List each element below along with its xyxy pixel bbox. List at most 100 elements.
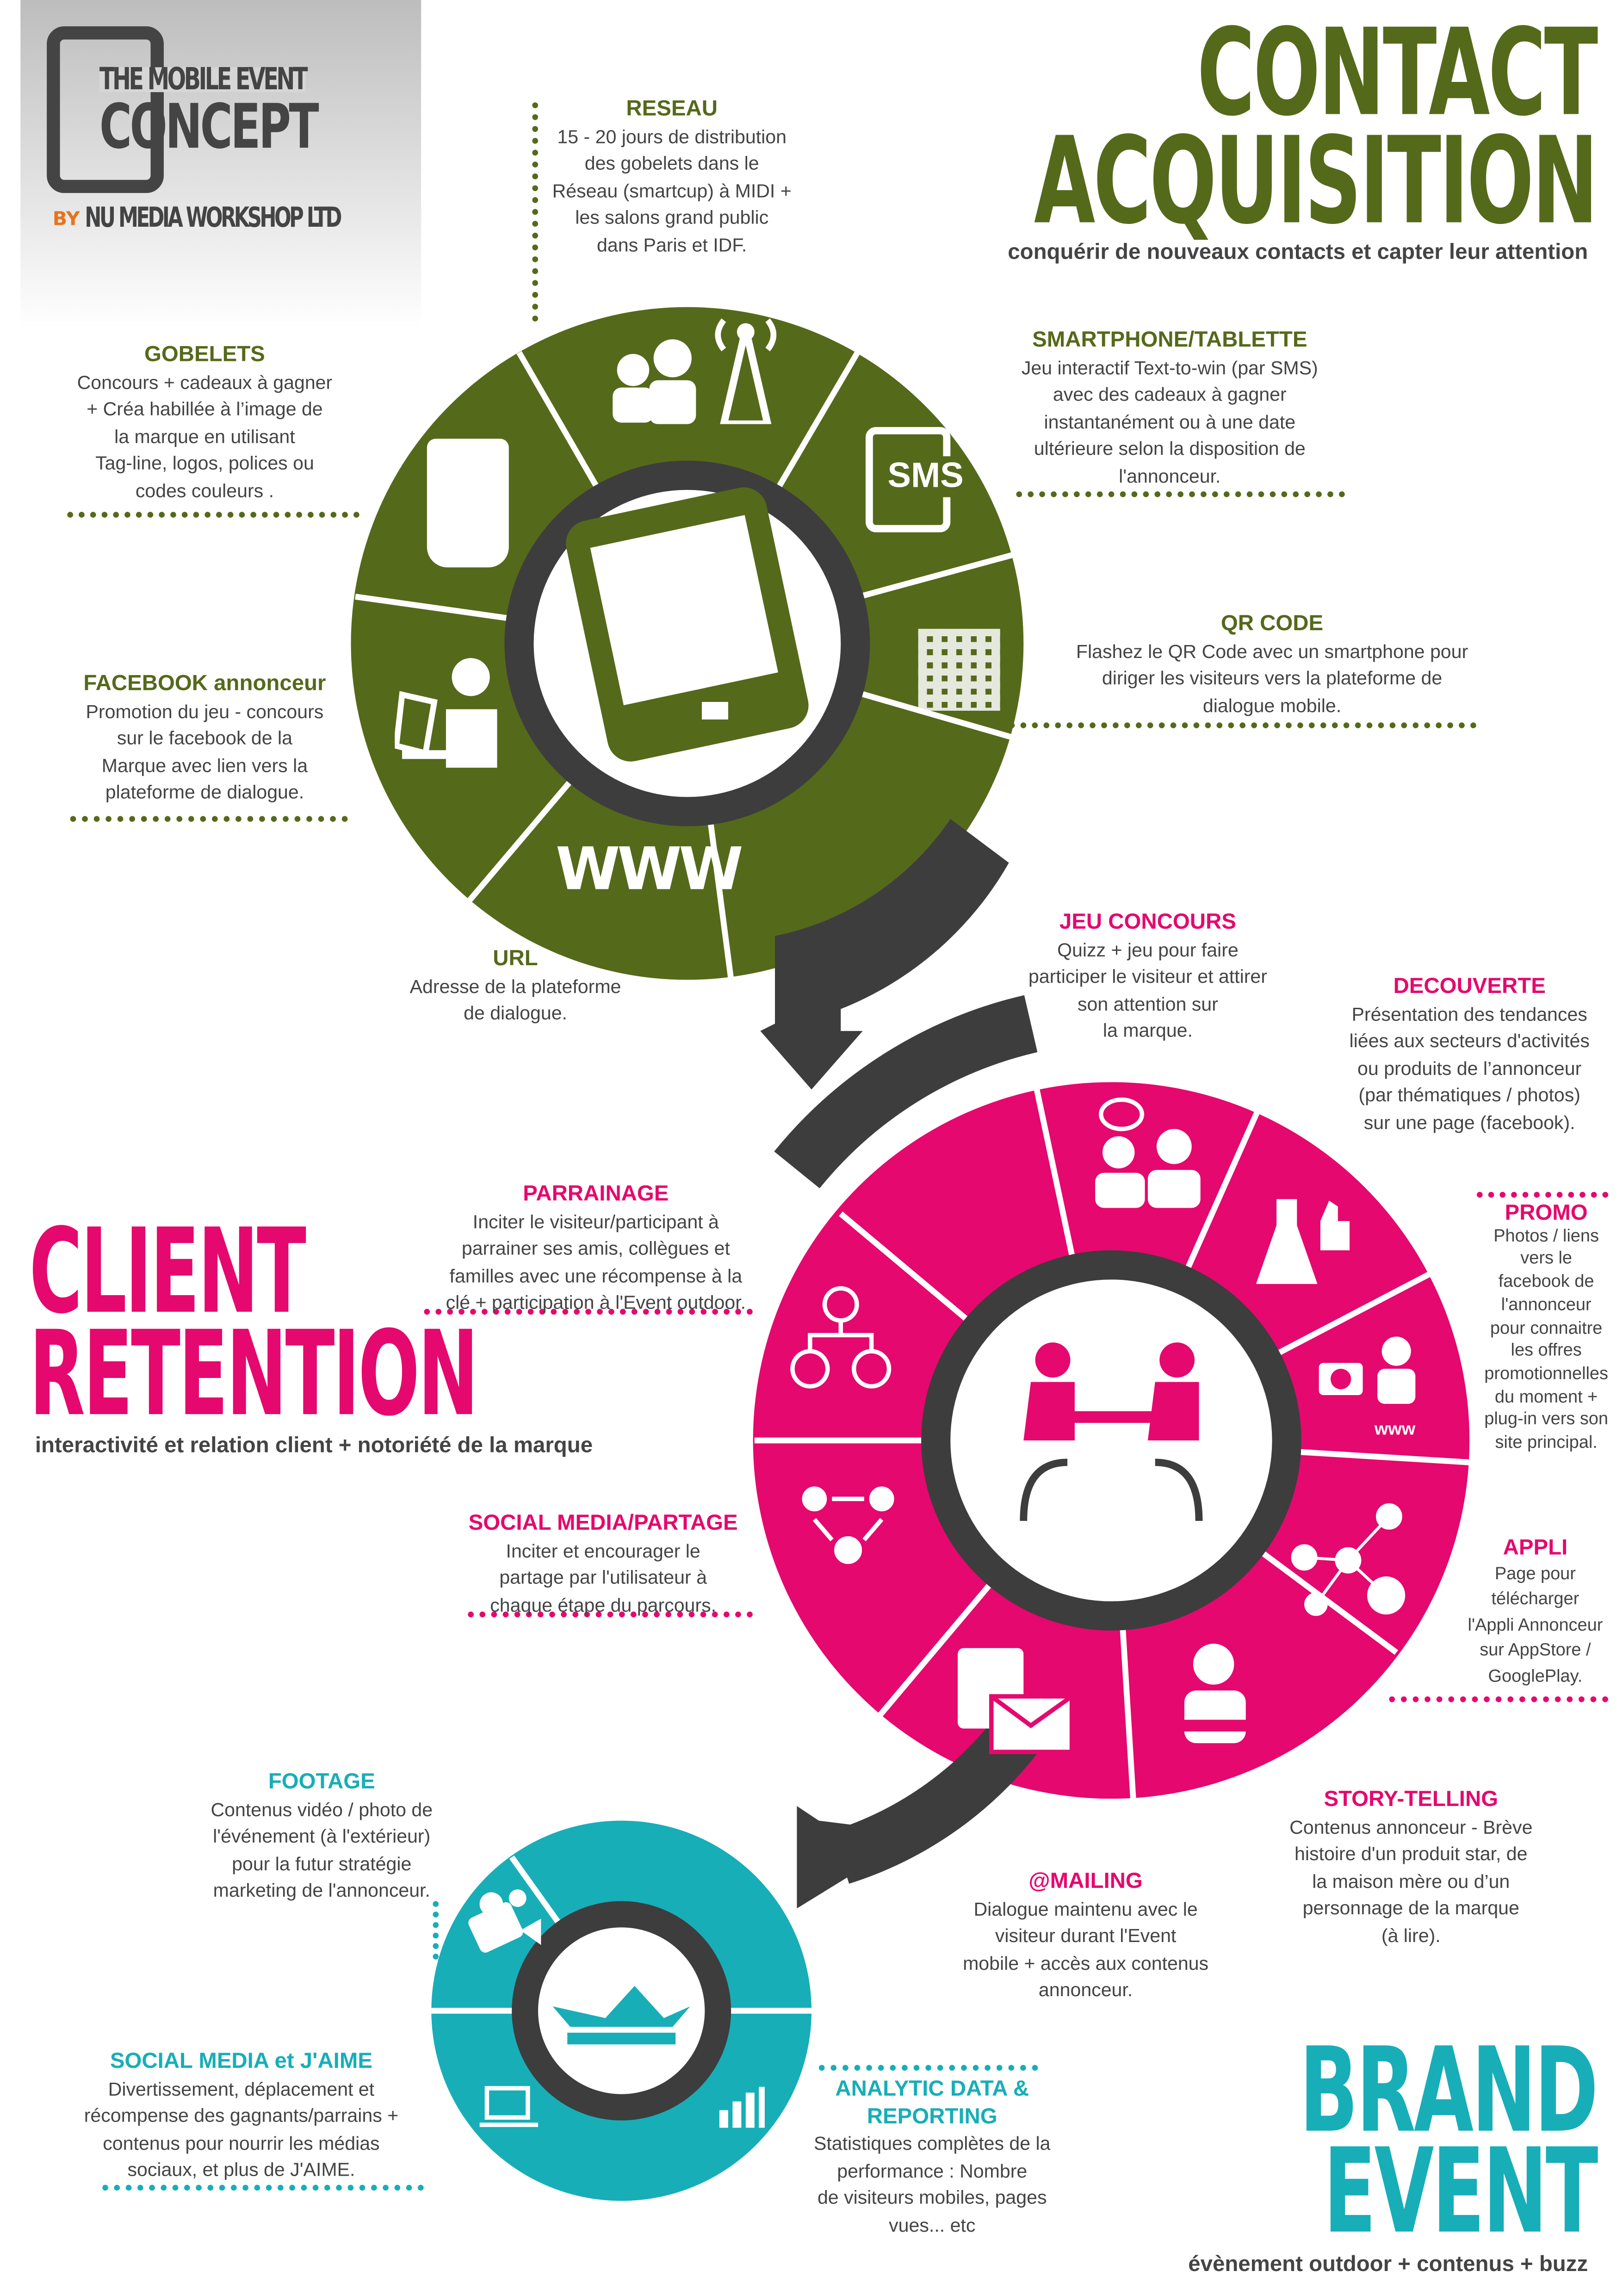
block-line: Page pour	[1494, 1562, 1576, 1583]
block-line: (à lire).	[1381, 1924, 1441, 1946]
block-line: visiteur durant l'Event	[995, 1924, 1177, 1947]
phone-logo-icon	[47, 26, 164, 193]
block-line: sur une page (facebook).	[1363, 1111, 1575, 1133]
block-line: Inciter et encourager le	[506, 1539, 700, 1561]
client-title-1: CLIENT	[29, 1204, 306, 1340]
logo-by: BY	[52, 209, 80, 231]
block-line: diriger les visiteurs vers la plateforme…	[1102, 667, 1443, 689]
sms-icon: SMS	[865, 427, 964, 533]
block-line: les salons grand public	[575, 206, 769, 229]
green-wheel	[351, 307, 1024, 980]
block-line: GooglePlay.	[1488, 1665, 1583, 1686]
block-line: vues... etc	[889, 2213, 976, 2235]
block-title: ANALYTIC DATA &	[835, 2076, 1029, 2102]
brand-title-2: EVENT	[1324, 2123, 1598, 2259]
block-line: sur AppStore /	[1480, 1639, 1591, 1660]
www-icon: WWW	[555, 836, 743, 904]
block-title: @MAILING	[1028, 1868, 1143, 1894]
block-line: dialogue mobile.	[1202, 694, 1342, 716]
referral-tree-icon	[790, 1284, 892, 1394]
arrow-to-client	[760, 819, 1009, 1090]
block-line: partage par l'utilisateur à	[499, 1566, 707, 1589]
block-line: personnage de la marque	[1302, 1897, 1519, 1919]
sms-label: SMS	[887, 456, 964, 497]
block-line: Jeu interactif Text-to-win (par SMS)	[1021, 356, 1318, 378]
block-title: PROMO	[1505, 1200, 1588, 1226]
block-line: Contenus annonceur - Brève	[1289, 1815, 1533, 1838]
camera-icon	[465, 1886, 545, 1960]
block-line: dans Paris et IDF.	[597, 233, 747, 255]
block-line: pour la futur stratégie	[232, 1852, 412, 1874]
block-title: FOOTAGE	[268, 1769, 375, 1794]
block-line: de visiteurs mobiles, pages	[817, 2186, 1047, 2209]
block-line: la marque.	[1103, 1019, 1193, 1042]
block-title: DECOUVERTE	[1393, 974, 1546, 999]
smartphone-block: SMARTPHONE/TABLETTE Jeu interactif Text-t…	[994, 328, 1345, 490]
block-line: Quizz + jeu pour faire	[1057, 938, 1239, 960]
block-line: télécharger	[1491, 1588, 1580, 1609]
block-line: annonceur.	[1038, 1979, 1133, 2001]
contact-title-1: CONTACT	[1197, 4, 1598, 143]
block-line: l'Appli Annonceur	[1468, 1613, 1603, 1634]
connector	[818, 2065, 1038, 2071]
connector	[433, 1901, 439, 1960]
connector	[1477, 1191, 1609, 1198]
block-line: du moment +	[1494, 1385, 1598, 1407]
contact-title-2: ACQUISITION	[1034, 112, 1599, 252]
block-line: histoire d'un produit star, de	[1295, 1843, 1528, 1865]
reseau-block: RESEAU 15 - 20 jours de distribution des g…	[529, 97, 814, 259]
block-line: plateforme de dialogue.	[105, 781, 304, 803]
block-title: SMARTPHONE/TABLETTE	[1032, 327, 1307, 353]
block-line: son attention sur	[1078, 992, 1218, 1014]
block-line: codes couleurs .	[135, 479, 274, 501]
logo-line2: CONCEPT	[99, 90, 319, 162]
block-line: chaque étape du parcours.	[490, 1593, 717, 1615]
block-line: mobile + accès aux contenus	[963, 1951, 1209, 1973]
block-line: Contenus vidéo / photo de	[211, 1798, 433, 1820]
client-title-2: RETENTION	[29, 1306, 478, 1442]
block-line: des gobelets dans le	[584, 152, 759, 174]
block-line: 15 - 20 jours de distribution	[557, 125, 787, 147]
block-line: de dialogue.	[464, 1001, 567, 1024]
block-line: promotionnelles	[1484, 1363, 1608, 1384]
block-line: (par thématiques / photos)	[1358, 1083, 1580, 1106]
brand-title-1: BRAND	[1300, 2022, 1598, 2159]
block-line: avec des cadeaux à gagner	[1053, 383, 1287, 405]
connector	[1016, 491, 1345, 497]
contact-subtitle: conquérir de nouveaux contacts et capter…	[1008, 240, 1588, 265]
block-line: les offres	[1511, 1340, 1582, 1360]
block-line: Divertissement, déplacement et	[108, 2077, 375, 2099]
block-line: ultérieure selon la disposition de	[1034, 437, 1306, 459]
block-line: sociaux, et plus de J'AIME.	[127, 2158, 355, 2181]
crowd-antenna-icon	[607, 314, 790, 424]
block-title: SOCIAL MEDIA/PARTAGE	[468, 1510, 738, 1536]
block-line: Présentation des tendances	[1351, 1002, 1587, 1024]
block-line: + Créa habillée à l’image de	[87, 397, 323, 420]
block-line: Promotion du jeu - concours	[86, 700, 324, 722]
block-title: GOBELETS	[144, 342, 265, 367]
connector	[1389, 1696, 1609, 1702]
block-line: sur le facebook de la	[117, 726, 293, 749]
block-line: clé + participation à l'Event outdoor.	[446, 1291, 746, 1314]
block-line: Dialogue maintenu avec le	[973, 1897, 1198, 1920]
arrow-to-brand	[797, 1806, 899, 1909]
block-title: SOCIAL MEDIA et J'AIME	[110, 2048, 372, 2074]
logo-company: NU MEDIA WORKSHOP LTD	[85, 202, 342, 234]
camera-people-www-icon: www	[1316, 1331, 1425, 1448]
logo-panel	[20, 0, 421, 329]
block-line: instantanément ou à une date	[1044, 410, 1296, 432]
block-title: QR CODE	[1220, 611, 1324, 636]
brand-subtitle: évènement outdoor + contenus + buzz	[1188, 2252, 1588, 2277]
block-line: contenus pour nourrir les médias	[103, 2131, 380, 2153]
storyteller-icon	[1170, 1638, 1264, 1748]
connector	[67, 512, 360, 518]
block-title: RESEAU	[626, 96, 718, 122]
